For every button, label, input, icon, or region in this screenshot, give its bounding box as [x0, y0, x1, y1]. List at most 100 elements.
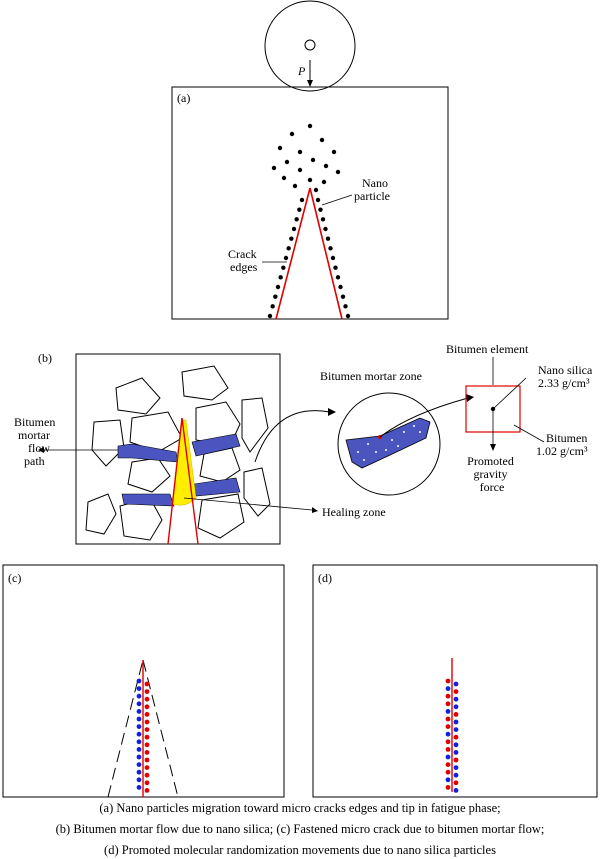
wheel-axle — [304, 39, 316, 51]
mortar-specks — [357, 425, 421, 461]
mortar-flow-bands — [117, 433, 241, 507]
mortar-speck — [419, 431, 421, 433]
nano-particle-leader — [321, 194, 353, 206]
nano-particle-dot — [278, 275, 283, 280]
nano-particle-dot — [313, 187, 319, 193]
silica-dot — [445, 678, 451, 684]
original-crack-left — [107, 659, 144, 798]
mortar-speck — [363, 459, 365, 461]
bitumen-dot — [453, 719, 459, 725]
nano-particle-dots — [267, 123, 351, 319]
panel-b-frame — [75, 353, 281, 545]
aggregate — [241, 397, 269, 453]
nano-particle-dot — [291, 226, 297, 232]
silica-dot — [144, 681, 150, 687]
bitumen-dot — [453, 765, 459, 770]
mortar-speck — [413, 425, 415, 427]
mortar-speck — [391, 439, 393, 441]
bitumen-dot — [453, 704, 459, 710]
mortar-zone-label: Bitumen mortar zone — [320, 369, 422, 383]
nano-particle-dot — [335, 169, 341, 175]
mortar-band — [193, 477, 241, 497]
aggregate — [197, 493, 245, 539]
nano-particle-dot — [310, 157, 316, 163]
silica-dot — [445, 762, 451, 767]
nano-particle-dot — [330, 255, 336, 261]
silica-dot — [144, 712, 150, 717]
panel-a: P (a) Nano particle Crack edges — [171, 0, 449, 320]
bitumen-dot — [453, 788, 459, 793]
mortar-band — [191, 433, 241, 457]
bitumen-dot — [445, 777, 451, 783]
aggregate — [115, 377, 161, 415]
silica-dot — [144, 704, 150, 710]
nano-particle-label: Nano particle — [354, 176, 391, 203]
mortar-band — [121, 493, 175, 507]
nano-particle-dot — [283, 255, 289, 261]
bitumen-dot — [136, 762, 142, 767]
zoom-arrowhead — [328, 408, 336, 416]
bitumen-dot — [136, 785, 142, 790]
silica-dot — [453, 712, 459, 717]
bitumen-dot — [445, 709, 451, 714]
bitumen-dot — [445, 686, 451, 691]
mortar-band — [117, 443, 179, 463]
panel-b: (b) Bit — [14, 342, 593, 545]
bitumen-dot — [136, 678, 142, 684]
nano-particle-dot — [331, 149, 337, 155]
panel-c-label: (c) — [8, 571, 21, 585]
crack-line-right — [181, 417, 199, 545]
bitumen-dot — [445, 731, 451, 737]
bitumen-dot — [136, 731, 142, 737]
figure-canvas: P (a) Nano particle Crack edges (b) — [2, 0, 598, 798]
nano-particle-dot — [297, 207, 302, 212]
aggregate — [129, 411, 183, 453]
nano-particle-dot — [273, 294, 278, 299]
nano-particle-dot — [343, 304, 348, 309]
zoom-arrow — [254, 410, 331, 463]
nano-particle-dot — [323, 226, 328, 232]
mortar-speck — [397, 445, 399, 447]
gravity-arrowhead — [490, 444, 496, 451]
silica-dot — [453, 689, 459, 694]
crack-particles — [136, 678, 150, 793]
mortar-speck — [367, 443, 369, 445]
bitumen-dot — [136, 739, 142, 745]
healing-zone-arrowhead — [312, 507, 318, 513]
nano-particle-dot — [281, 265, 286, 270]
element-arrowhead — [466, 394, 474, 402]
silica-dot — [144, 757, 150, 763]
caption-line-1: (a) Nano particles migration toward micr… — [99, 801, 501, 815]
nano-particle-dot — [318, 207, 323, 212]
bitumen-dot — [136, 686, 142, 691]
silica-leader — [492, 377, 527, 410]
caption-line-2: (b) Bitumen mortar flow due to nano sili… — [55, 822, 545, 836]
panel-a-frame — [171, 86, 449, 320]
nano-particle-dot — [267, 313, 273, 319]
nano-particle-dot — [307, 177, 313, 183]
nano-particle-dot — [328, 246, 333, 251]
crack-line-left — [167, 417, 183, 545]
silica-dot — [144, 696, 150, 702]
crack-edge-left — [275, 187, 311, 320]
mortar-speck — [357, 451, 359, 453]
bitumen-dot — [136, 709, 142, 714]
aggregate — [243, 467, 271, 517]
silica-dot — [445, 701, 451, 707]
gravity-label: Promoted gravity force — [467, 454, 517, 494]
nano-particle-dot — [325, 236, 331, 241]
element-label: Bitumen element — [446, 342, 529, 356]
nano-particle-dot — [284, 159, 290, 165]
silica-dot — [445, 716, 451, 722]
nano-particle-dot — [294, 217, 299, 222]
mortar-speck — [403, 431, 405, 433]
panel-d-frame — [312, 564, 598, 798]
nano-particle-dot — [299, 197, 305, 203]
aggregate — [127, 457, 171, 493]
nano-particle-dot — [323, 163, 329, 169]
bitumen-dot — [445, 754, 451, 760]
silica-dot — [445, 747, 451, 752]
bitumen-dot — [136, 777, 142, 783]
silica-dot — [144, 788, 150, 793]
bitumen-dot — [453, 696, 459, 702]
